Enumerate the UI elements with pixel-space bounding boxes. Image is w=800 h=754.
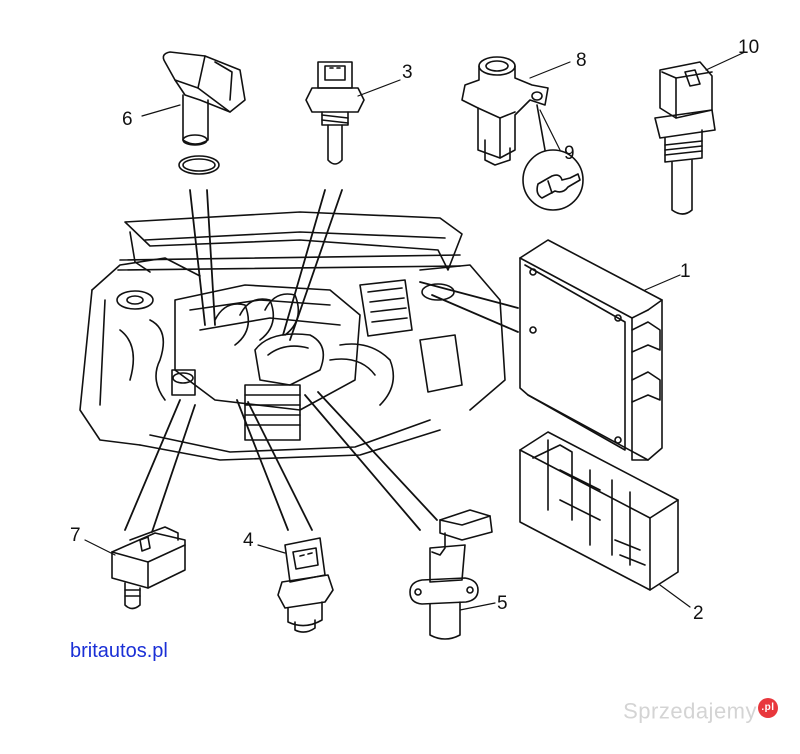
callout-number-8: 8 [576, 50, 587, 71]
callout-number-10: 10 [738, 37, 760, 58]
part-2-tray [519, 431, 679, 591]
part-10-sensor [654, 61, 716, 215]
callout-number-4: 4 [243, 530, 254, 551]
part-4-sensor [277, 537, 334, 633]
watermark: Sprzedajemy.pl [623, 698, 778, 724]
callout-number-7: 7 [70, 525, 81, 546]
part-7-sensor [111, 526, 186, 610]
callout-number-5: 5 [497, 593, 508, 614]
watermark-text: Sprzedajemy [623, 698, 757, 724]
callout-number-9: 9 [564, 143, 575, 164]
callout-leader-lines [84, 51, 746, 611]
part-5-sensor [409, 509, 493, 640]
callout-number-3: 3 [402, 62, 413, 83]
watermark-badge: .pl [758, 698, 778, 718]
engine-bay-illustration [79, 211, 506, 461]
callout-number-2: 2 [693, 603, 704, 624]
part-3-sensor [305, 61, 365, 165]
source-label: britautos.pl [70, 640, 168, 662]
part-9-screw [522, 104, 584, 211]
part-6-sensor [162, 51, 246, 175]
part-1-ecu [519, 239, 663, 461]
part-8-sensor [461, 56, 549, 166]
engine-leader-lines [124, 189, 519, 533]
callout-number-1: 1 [680, 261, 691, 282]
callout-number-6: 6 [122, 109, 133, 130]
